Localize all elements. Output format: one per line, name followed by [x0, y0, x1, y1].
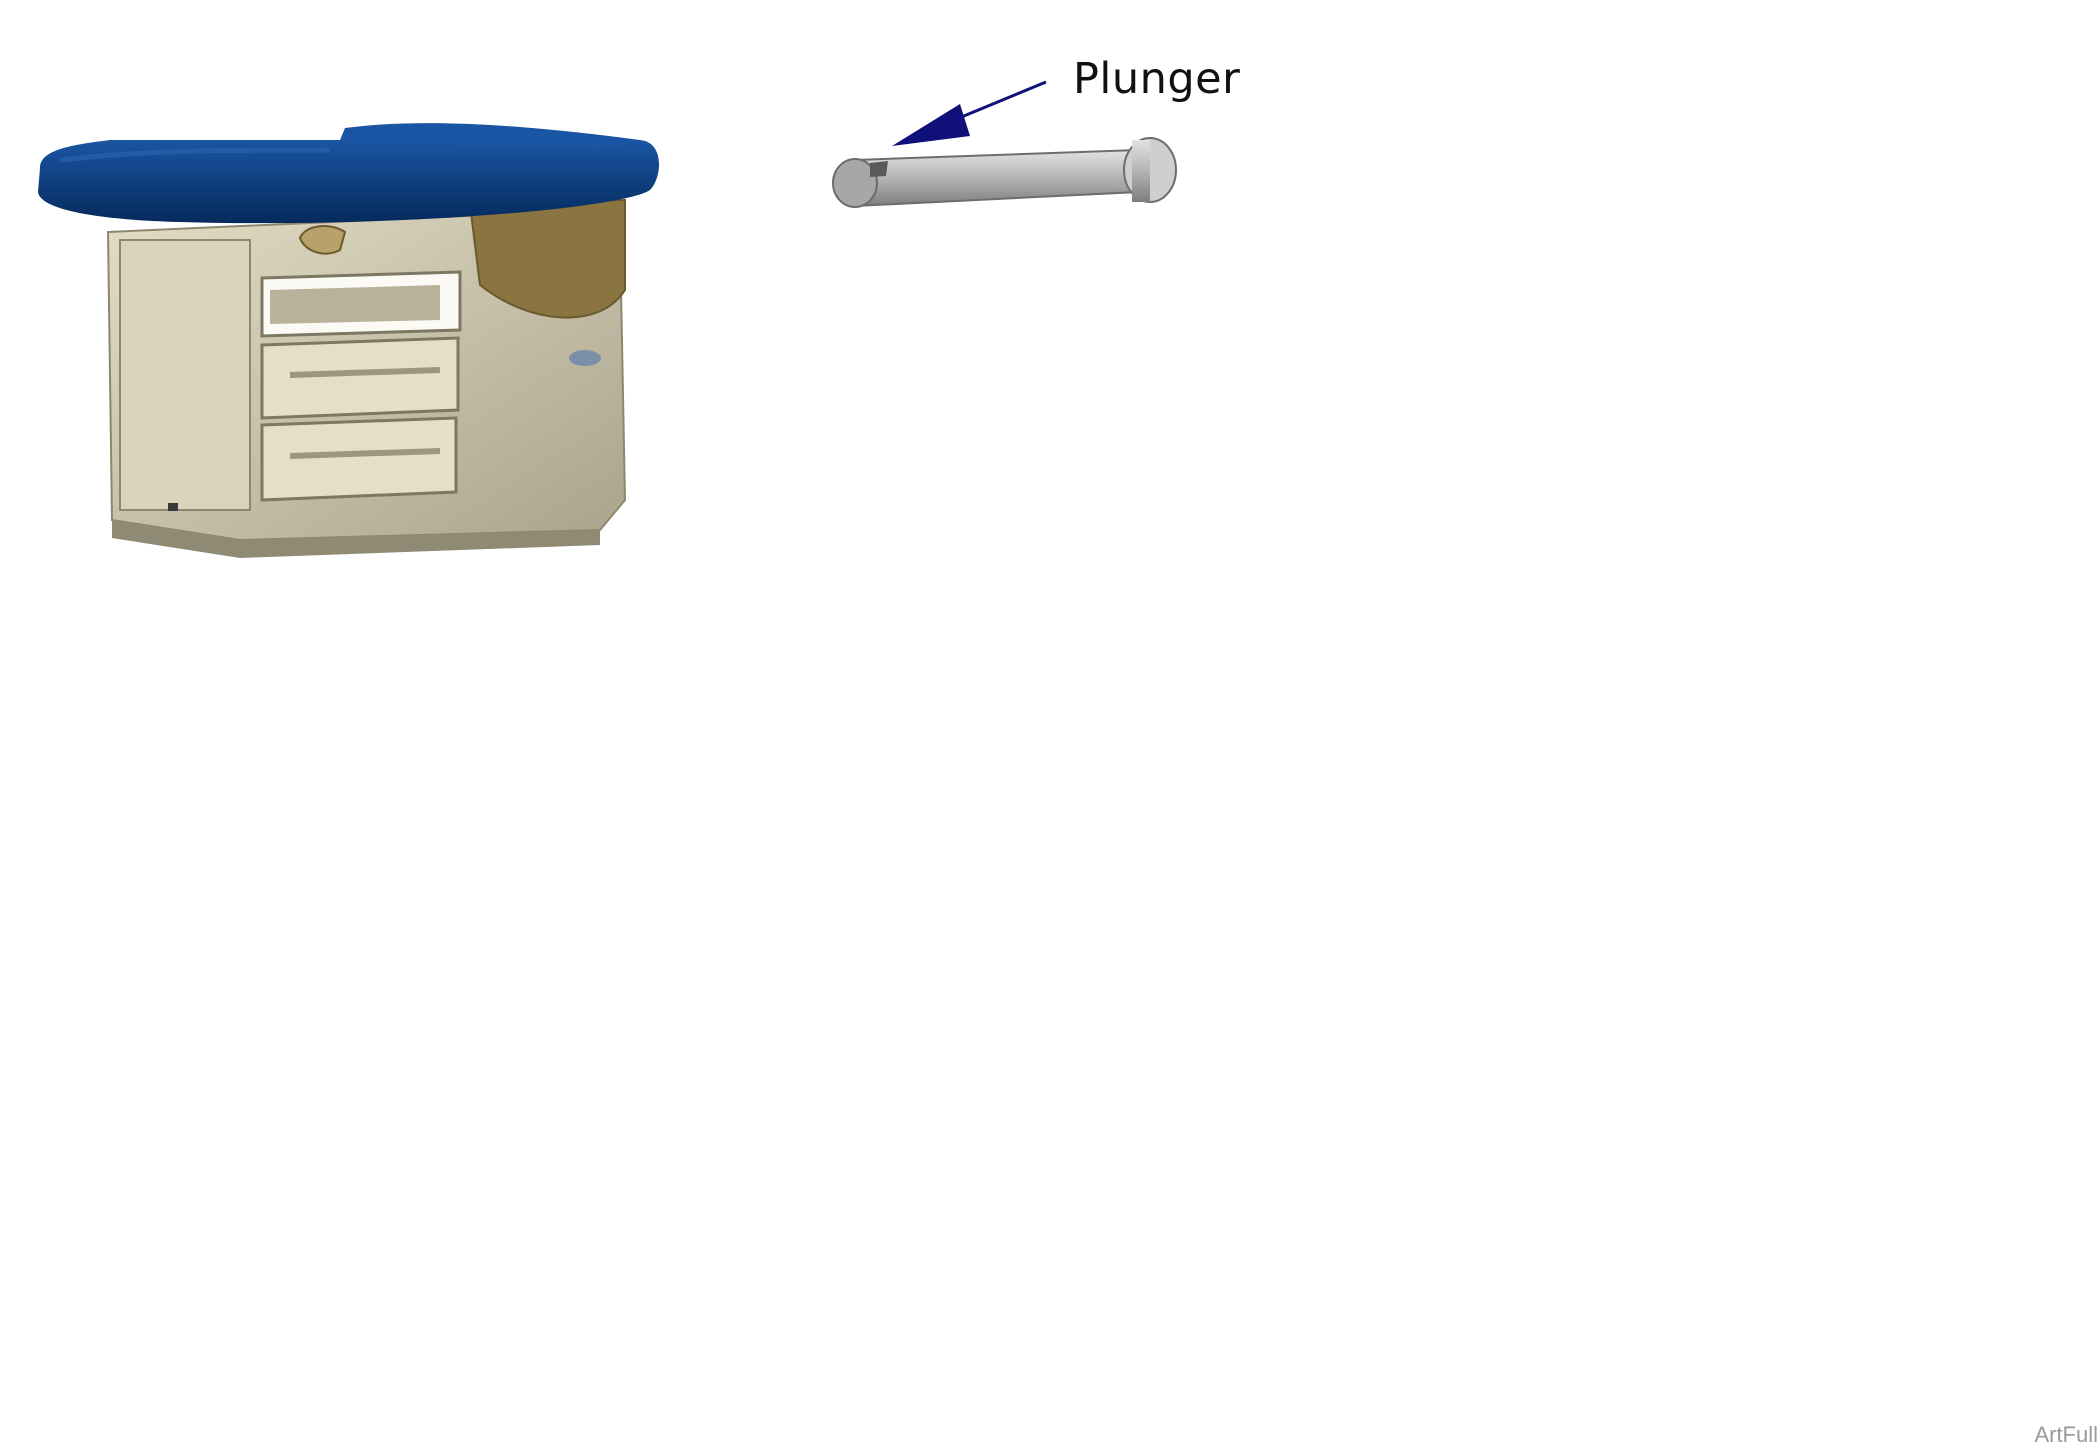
exam-table	[38, 123, 660, 558]
plunger-pin	[832, 137, 1177, 208]
arrow-head-icon	[892, 104, 970, 146]
watermark: ArtFull	[2034, 1422, 2098, 1447]
plunger-leader-arrow	[892, 80, 1047, 146]
plunger-label: Plunger	[1073, 54, 1241, 104]
